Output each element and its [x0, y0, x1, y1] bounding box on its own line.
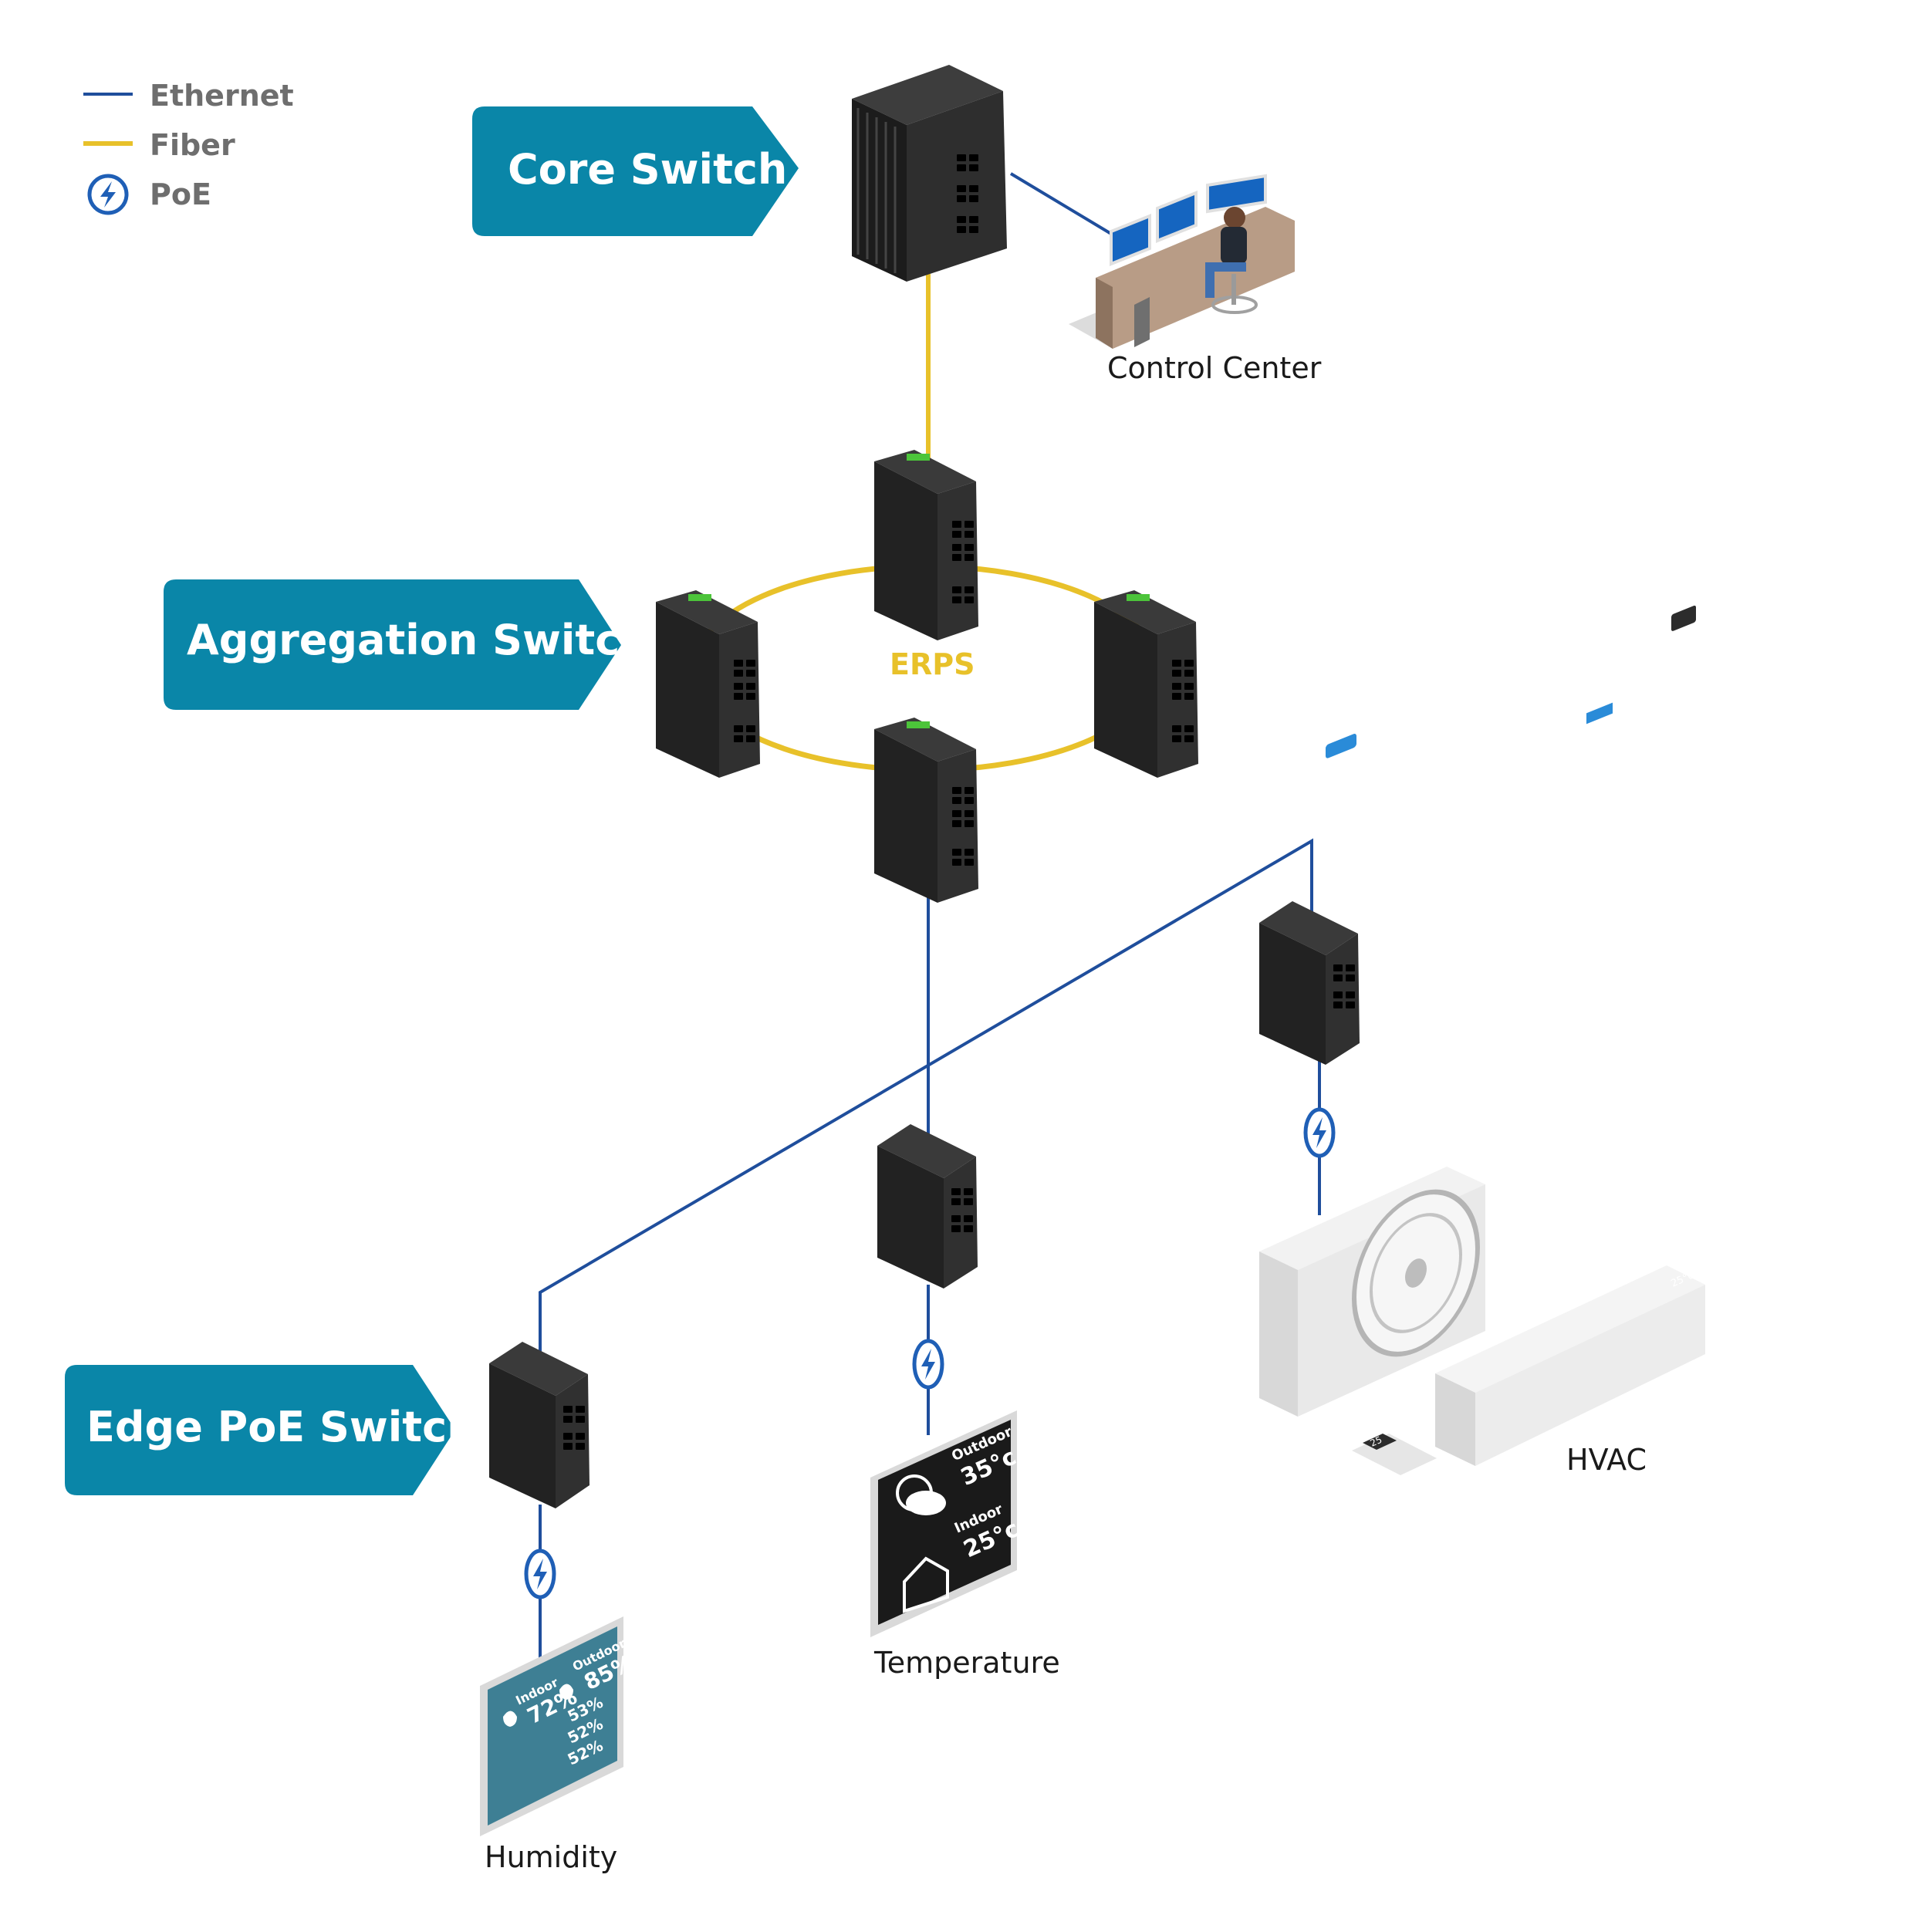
- sun-cloud-icon: [896, 1474, 946, 1515]
- links: [539, 172, 1321, 1663]
- monitor-icon: [1110, 174, 1267, 266]
- hvac: 25°c 25 HVAC: [1259, 605, 1705, 1477]
- control-center: Control Center: [1069, 174, 1322, 385]
- legend-poe-label: PoE: [150, 177, 211, 211]
- aggregation-switch-left: [656, 590, 760, 778]
- edge-poe-switch-right: [1259, 901, 1360, 1065]
- banner-core: Core Switch: [472, 106, 799, 236]
- banner-aggregation-label: Aggregation Switch: [187, 616, 650, 664]
- remote-icon: 25: [1352, 1434, 1437, 1475]
- hvac-display: 25°c: [1670, 605, 1696, 1290]
- temperature-label: Temperature: [873, 1646, 1060, 1680]
- hvac-label: HVAC: [1566, 1443, 1647, 1477]
- legend-ethernet-label: Ethernet: [150, 79, 294, 113]
- legend-fiber-label: Fiber: [150, 128, 235, 162]
- humidity-panel: Indoor 72% Outdoor 85% 53% 52% 52% Humid…: [480, 1499, 637, 1874]
- fan-icon: [1352, 1189, 1480, 1357]
- banner-core-label: Core Switch: [508, 145, 787, 194]
- aggregation-switch-top: [874, 450, 978, 640]
- edge-poe-switch-left: [489, 1342, 590, 1508]
- ethernet-link-bus: [539, 838, 1313, 1350]
- banner-edge-label: Edge PoE Switch: [86, 1403, 477, 1451]
- house-icon: [903, 1556, 949, 1613]
- poe-icon: [526, 1551, 554, 1597]
- legend: Ethernet Fiber PoE: [83, 79, 294, 215]
- aggregation-switch-bottom: [874, 718, 978, 903]
- edge-poe-switch-center: [877, 1124, 978, 1289]
- ethernet-link-core-control: [1009, 172, 1113, 235]
- aggregation-switch-right: [1094, 590, 1198, 778]
- water-drop-icon: [503, 1684, 573, 1727]
- operator-icon: [1205, 207, 1258, 314]
- erps-label: ERPS: [890, 647, 975, 681]
- poe-icon: [1306, 1110, 1333, 1156]
- core-switch: [852, 65, 1007, 282]
- banner-aggregation: Aggregation Switch: [164, 579, 650, 710]
- poe-icon: [914, 1341, 942, 1387]
- control-center-label: Control Center: [1107, 351, 1322, 385]
- humidity-label: Humidity: [485, 1840, 617, 1874]
- remote-display-value: 25: [1369, 1434, 1384, 1449]
- poe-icon: [87, 174, 129, 215]
- banner-edge: Edge PoE Switch: [65, 1365, 477, 1495]
- temperature-panel: Outdoor 35°c Indoor 25°c Temperature: [870, 1410, 1060, 1680]
